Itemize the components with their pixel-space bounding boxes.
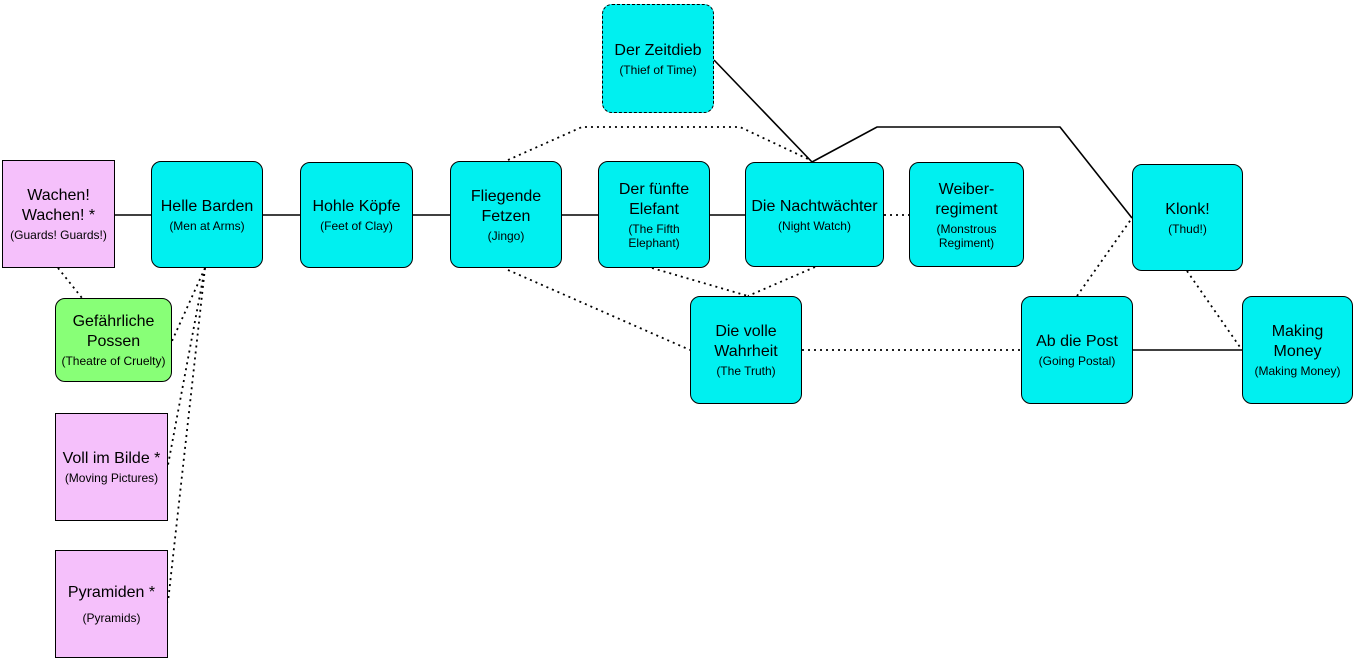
node-subtitle: (Going Postal) bbox=[1038, 354, 1116, 368]
node-title: Making Money bbox=[1271, 323, 1324, 360]
node-voll-im-bilde: Voll im Bilde * (Moving Pictures) bbox=[55, 413, 168, 521]
edge-fetzen-wahrheit bbox=[507, 269, 691, 351]
edge-post-klonk bbox=[1076, 217, 1133, 297]
node-die-volle-wahrheit: Die volle Wahrheit (The Truth) bbox=[690, 296, 802, 404]
edge-wachen-possen bbox=[57, 267, 83, 299]
edge-barden-pyramiden bbox=[167, 267, 206, 603]
node-title: Voll im Bilde * bbox=[62, 450, 161, 467]
node-subtitle: (Feet of Clay) bbox=[320, 219, 393, 233]
node-die-nachtwaechter: Die Nachtwächter (Night Watch) bbox=[745, 162, 884, 267]
node-der-fuenfte-elefant: Der fünfte Elefant (The Fifth Elephant) bbox=[598, 161, 710, 268]
edge-fetzen-nacht bbox=[507, 126, 811, 161]
edge-zeitdieb-nacht bbox=[713, 59, 813, 163]
edge-nacht-klonk bbox=[811, 126, 1133, 219]
node-title: Klonk! bbox=[1165, 200, 1210, 218]
node-subtitle: (Monstrous Regiment) bbox=[936, 221, 997, 250]
node-subtitle: (Theatre of Cruelty) bbox=[61, 354, 166, 368]
node-title: Die Nachtwächter bbox=[751, 197, 878, 215]
edge-klonk-money bbox=[1186, 270, 1243, 351]
node-subtitle: (Making Money) bbox=[1254, 364, 1341, 378]
node-subtitle: (Jingo) bbox=[487, 228, 525, 243]
node-title: Der Zeitdieb bbox=[614, 41, 702, 59]
node-title: Helle Barden bbox=[160, 197, 254, 215]
node-der-zeitdieb: Der Zeitdieb (Thief of Time) bbox=[602, 4, 714, 113]
edge-elefant-wahrheit bbox=[651, 267, 749, 297]
node-subtitle: (Thief of Time) bbox=[619, 62, 697, 77]
node-ab-die-post: Ab die Post (Going Postal) bbox=[1021, 296, 1133, 404]
node-pyramiden: Pyramiden * (Pyramids) bbox=[55, 550, 168, 658]
node-making-money: Making Money (Making Money) bbox=[1242, 296, 1353, 404]
node-title: Ab die Post bbox=[1036, 333, 1118, 350]
node-subtitle: (Men at Arms) bbox=[169, 218, 245, 233]
node-subtitle: (Guards! Guards!) bbox=[10, 228, 107, 242]
node-subtitle: (The Fifth Elephant) bbox=[628, 221, 680, 250]
node-hohle-koepfe: Hohle Köpfe (Feet of Clay) bbox=[300, 162, 413, 268]
node-title: Der fünfte Elefant bbox=[618, 180, 690, 218]
node-gefaehrliche-possen: Gefährliche Possen (Theatre of Cruelty) bbox=[55, 298, 172, 382]
node-subtitle: (Night Watch) bbox=[778, 218, 851, 233]
node-subtitle: (The Truth) bbox=[716, 364, 776, 378]
node-weiberregiment: Weiber-regiment (Monstrous Regiment) bbox=[909, 162, 1024, 267]
node-title: Gefährliche Possen bbox=[72, 313, 155, 350]
node-subtitle: (Moving Pictures) bbox=[64, 471, 159, 485]
node-helle-barden: Helle Barden (Men at Arms) bbox=[151, 161, 263, 268]
node-fliegende-fetzen: Fliegende Fetzen (Jingo) bbox=[450, 161, 562, 268]
edge-nacht-wahrheit bbox=[747, 266, 816, 297]
node-title: Fliegende Fetzen bbox=[470, 187, 542, 225]
node-title: Wachen! Wachen! * bbox=[21, 187, 96, 224]
node-subtitle: (Pyramids) bbox=[82, 611, 141, 625]
node-subtitle: (Thud!) bbox=[1168, 221, 1207, 236]
node-klonk: Klonk! (Thud!) bbox=[1132, 164, 1243, 271]
node-title: Pyramiden * bbox=[67, 584, 156, 601]
edge-barden-possen bbox=[171, 267, 206, 342]
node-wachen-wachen: Wachen! Wachen! * (Guards! Guards!) bbox=[2, 160, 115, 268]
node-title: Weiber-regiment bbox=[935, 180, 998, 218]
node-title: Die volle Wahrheit bbox=[714, 323, 778, 360]
node-title: Hohle Köpfe bbox=[312, 198, 401, 215]
